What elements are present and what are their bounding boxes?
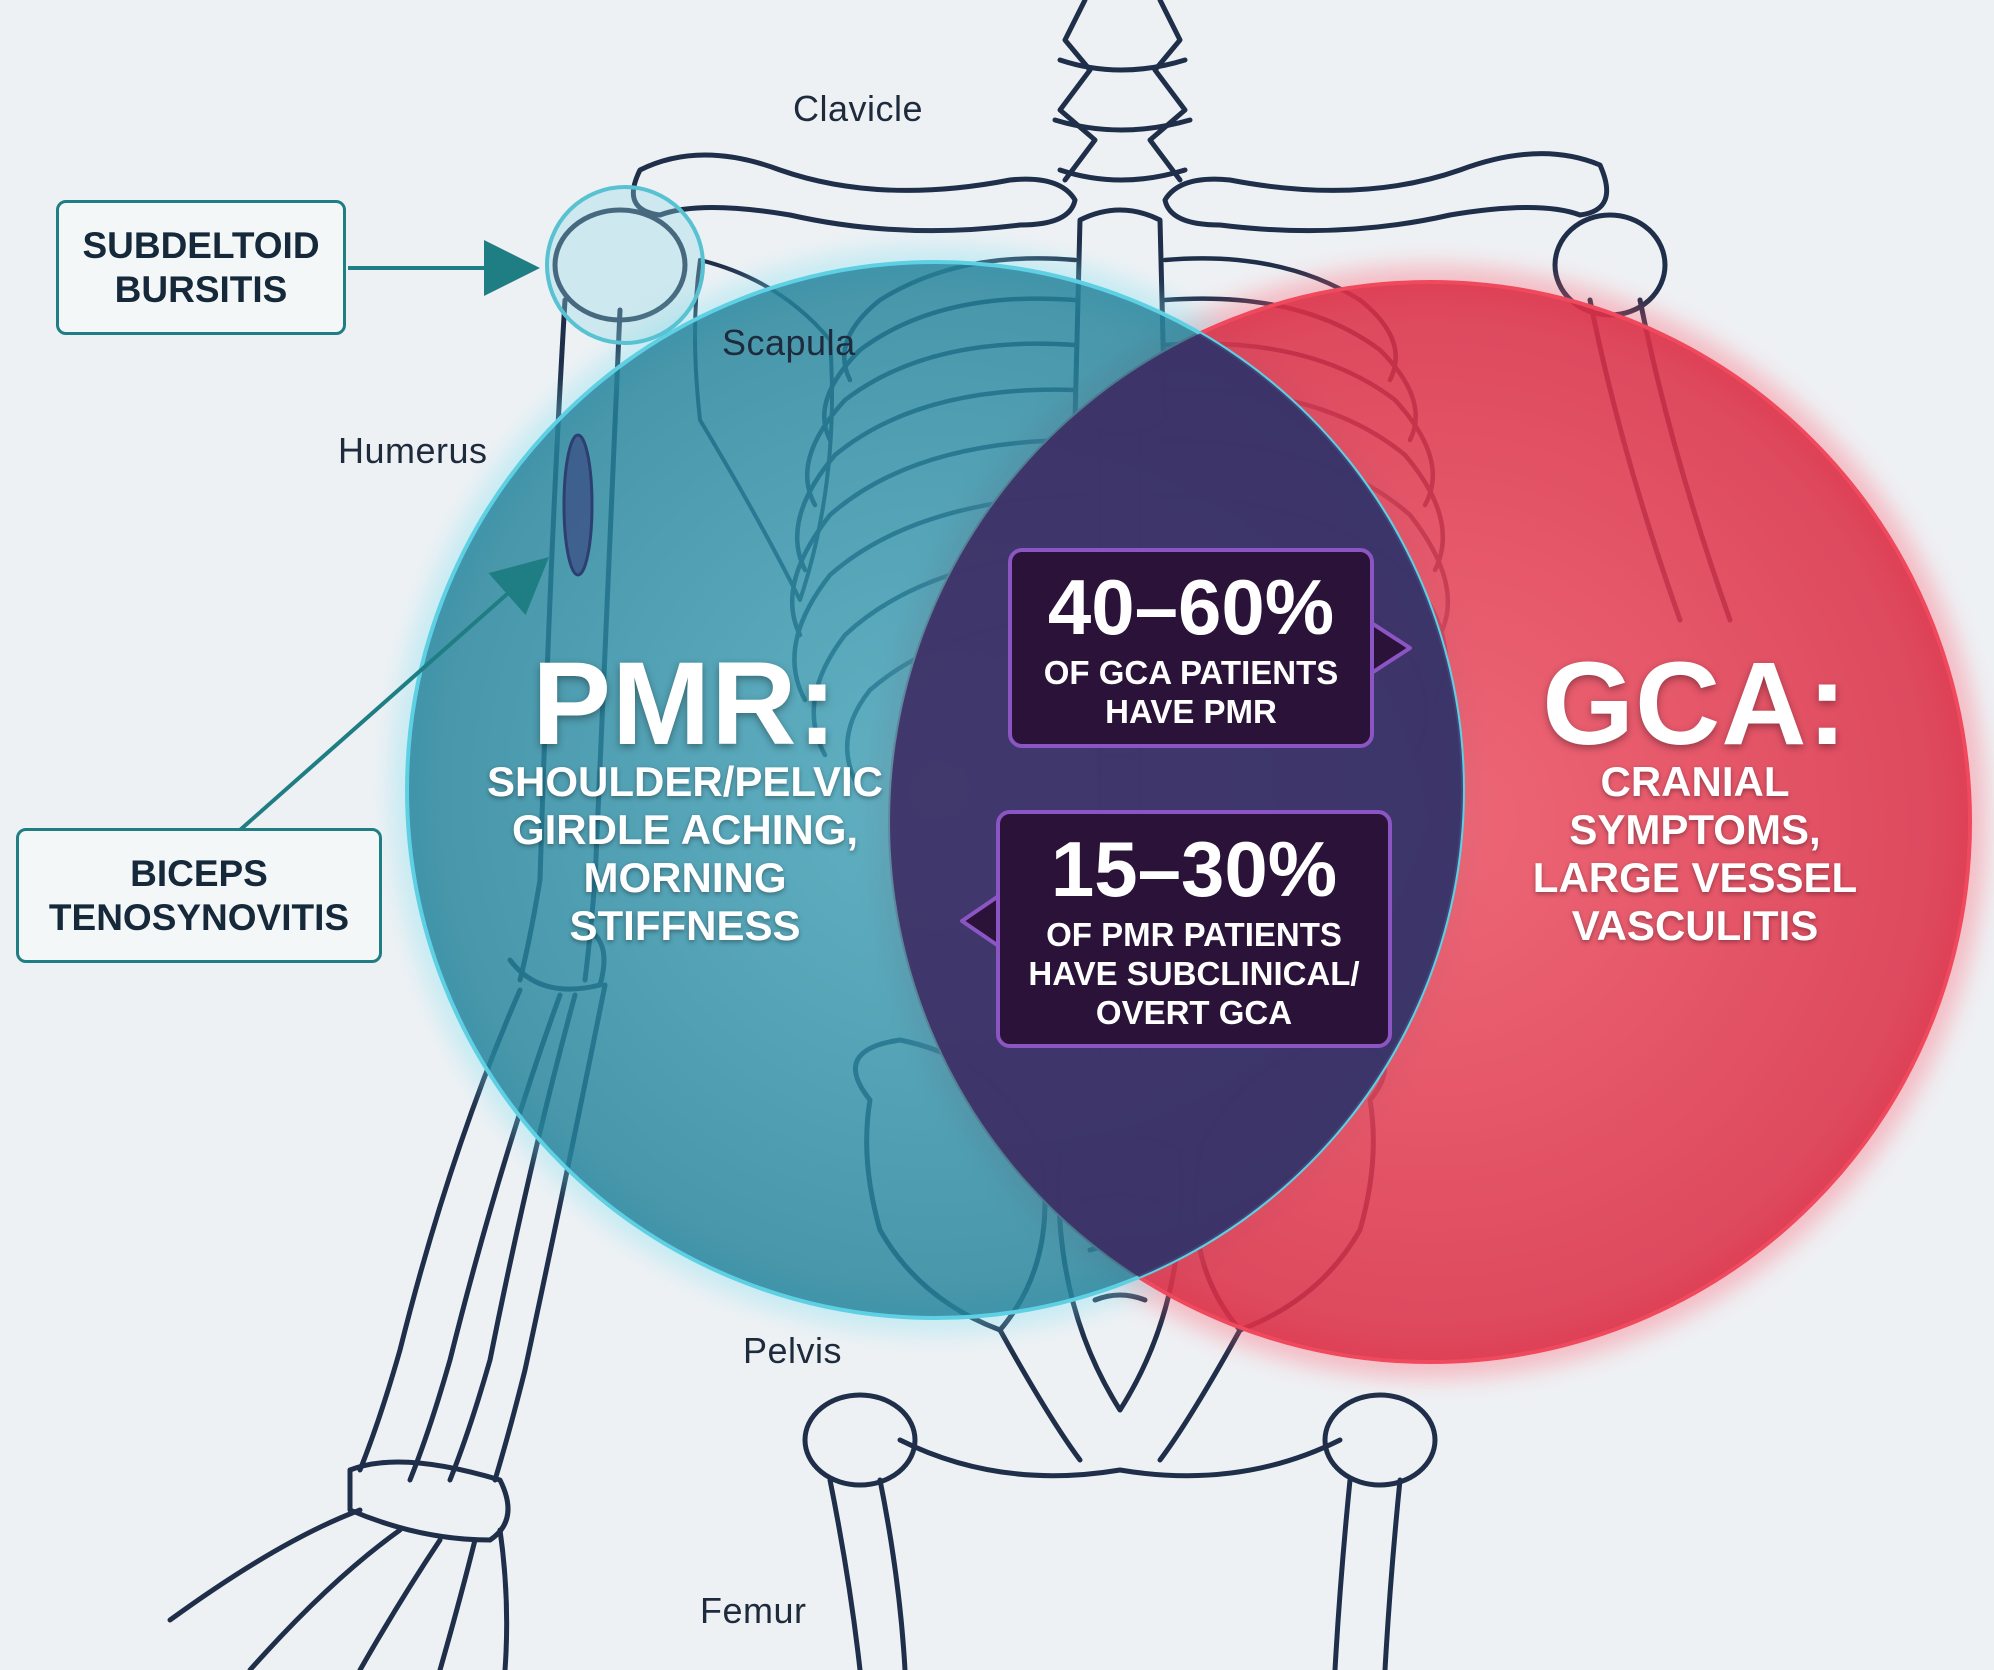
stat2-pointer bbox=[960, 893, 1002, 949]
stat-box-pmr-with-gca: 15–30% OF PMR PATIENTS HAVE SUBCLINICAL/… bbox=[996, 810, 1392, 1048]
pmr-description: SHOULDER/PELVIC GIRDLE ACHING, MORNING S… bbox=[430, 758, 940, 950]
gca-desc-line4: VASCULITIS bbox=[1571, 902, 1819, 949]
stat2-line2: HAVE SUBCLINICAL/ bbox=[1028, 954, 1360, 992]
callout-biceps-tenosynovitis: BICEPS TENOSYNOVITIS bbox=[16, 828, 382, 963]
label-humerus: Humerus bbox=[338, 430, 488, 471]
stat2-line1: OF PMR PATIENTS bbox=[1046, 915, 1342, 953]
femur-bones bbox=[802, 1392, 1438, 1670]
pmr-desc-line1: SHOULDER/PELVIC bbox=[487, 758, 883, 805]
gca-description: CRANIAL SYMPTOMS, LARGE VESSEL VASCULITI… bbox=[1450, 758, 1940, 950]
gca-title: GCA: bbox=[1542, 638, 1848, 770]
subdeltoid-highlight bbox=[545, 185, 705, 345]
stat2-line3: OVERT GCA bbox=[1095, 993, 1293, 1031]
callout-subdeltoid-bursitis: SUBDELTOID BURSITIS bbox=[56, 200, 346, 335]
gca-desc-line2: SYMPTOMS, bbox=[1569, 806, 1821, 853]
label-pelvis: Pelvis bbox=[743, 1330, 843, 1371]
callout-biceps-line2: TENOSYNOVITIS bbox=[48, 896, 350, 938]
callout-subdeltoid-line2: BURSITIS bbox=[114, 268, 288, 310]
stat1-line2: HAVE PMR bbox=[1105, 693, 1277, 730]
pmr-desc-line4: STIFFNESS bbox=[569, 902, 801, 949]
stat1-pointer bbox=[1368, 620, 1412, 676]
pmr-desc-line3: MORNING bbox=[583, 854, 787, 901]
stat-box-gca-with-pmr: 40–60% OF GCA PATIENTS HAVE PMR bbox=[1008, 548, 1374, 748]
stat1-percent: 40–60% bbox=[1047, 563, 1335, 651]
callout-biceps-line1: BICEPS bbox=[130, 852, 268, 894]
biceps-tendon-highlight bbox=[562, 433, 594, 577]
cervical-spine bbox=[1052, 0, 1193, 183]
stat1-line1: OF GCA PATIENTS bbox=[1043, 654, 1339, 691]
label-femur: Femur bbox=[700, 1590, 807, 1631]
gca-desc-line1: CRANIAL bbox=[1600, 758, 1790, 805]
label-clavicle: Clavicle bbox=[793, 88, 924, 129]
pmr-title: PMR: bbox=[532, 638, 838, 770]
stat2-percent: 15–30% bbox=[1050, 824, 1338, 913]
label-scapula: Scapula bbox=[722, 322, 856, 363]
biceps-arrow bbox=[238, 557, 549, 832]
callout-subdeltoid-line1: SUBDELTOID bbox=[82, 224, 320, 266]
gca-desc-line3: LARGE VESSEL bbox=[1532, 854, 1858, 901]
pmr-desc-line2: GIRDLE ACHING, bbox=[511, 806, 859, 853]
clavicles bbox=[630, 151, 1610, 234]
